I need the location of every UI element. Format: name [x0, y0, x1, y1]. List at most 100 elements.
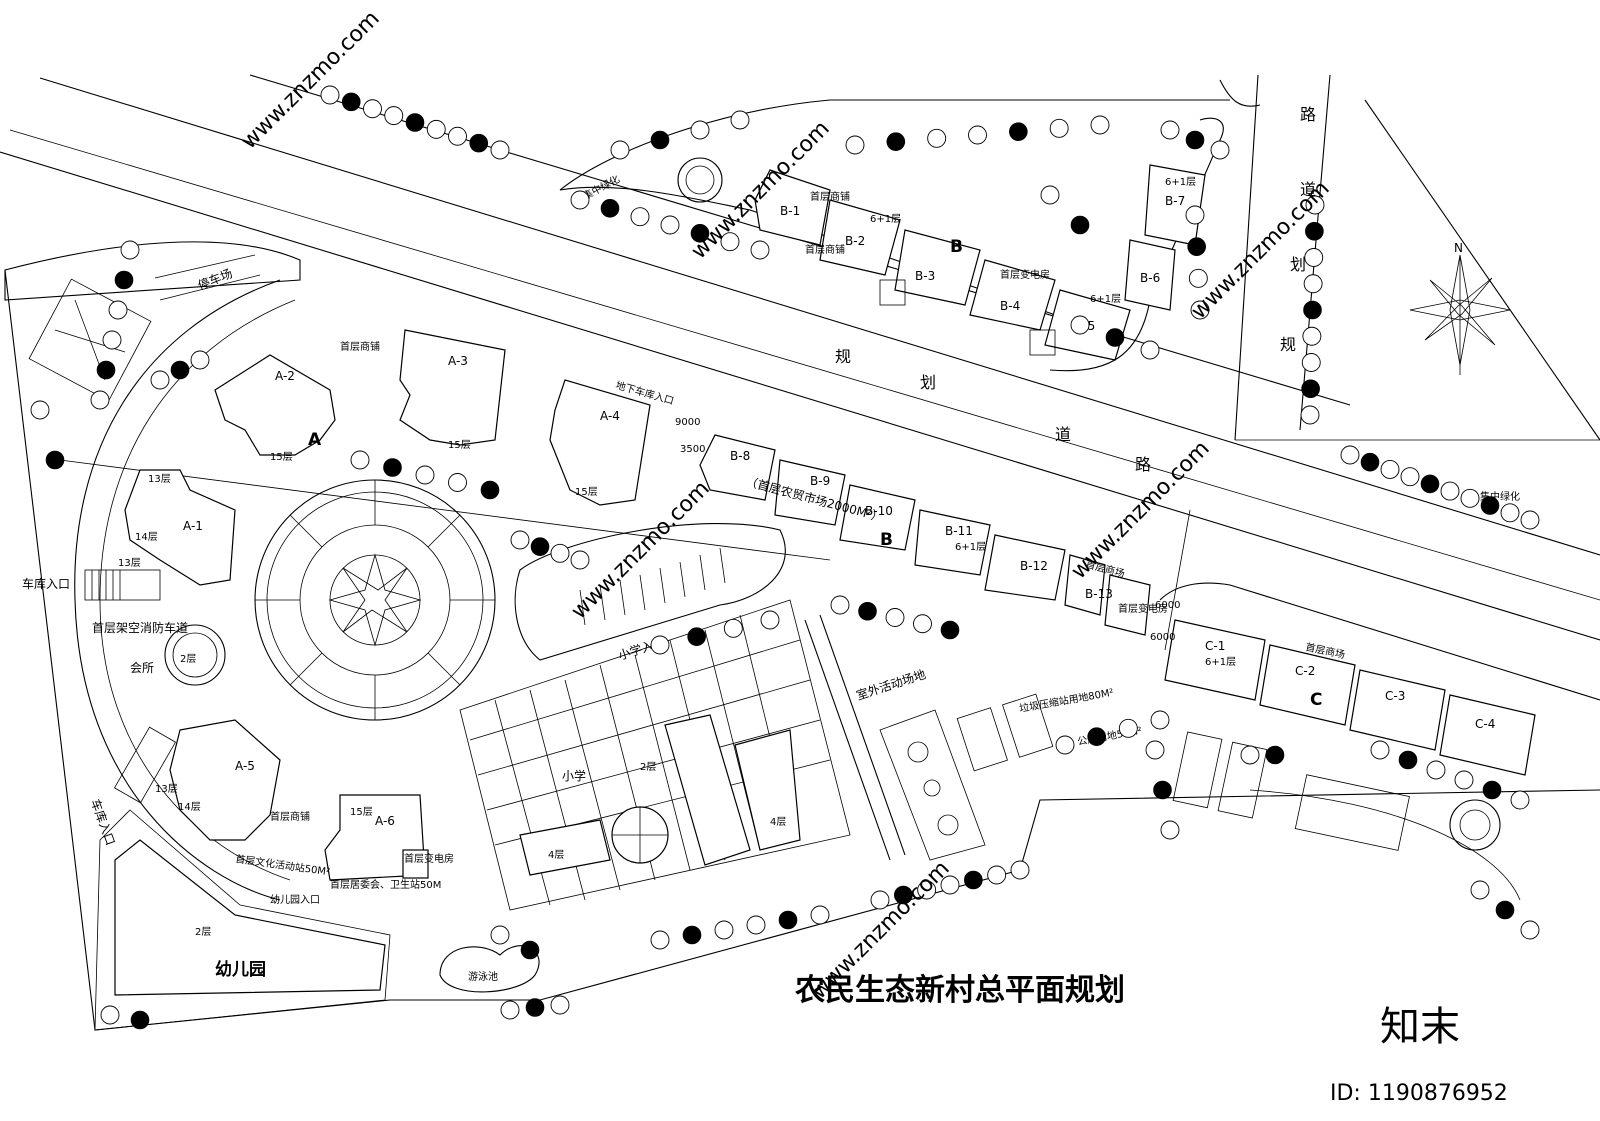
clubhouse-label: 会所 — [130, 661, 154, 675]
tree — [1301, 379, 1320, 399]
tree — [1520, 920, 1540, 940]
tree — [630, 207, 650, 227]
tree — [1140, 340, 1160, 360]
tree — [810, 905, 830, 925]
tree — [510, 530, 530, 550]
tree — [363, 99, 382, 119]
tree — [858, 601, 877, 621]
tree — [190, 350, 210, 370]
tree — [1480, 496, 1500, 515]
dim-6000-a: 6000 — [1155, 600, 1180, 611]
tree — [426, 119, 446, 139]
clinic-label: 首层居委会、卫生站50M — [330, 878, 441, 891]
tree — [1398, 750, 1418, 770]
b-north-shops-2: 首层商铺 — [805, 243, 845, 256]
zone-c-buildings: C-1 C-2 C-3 C-4 C 6+1层 首层商场 6000 6000 集中… — [1150, 490, 1536, 776]
tree — [530, 537, 550, 556]
tree — [1510, 790, 1530, 810]
dim-9000: 9000 — [675, 417, 700, 428]
tree — [1360, 452, 1380, 472]
bldg-c3: C-3 — [1385, 689, 1405, 703]
zone-a-buildings: A-2 A-3 A-4 A-1 A-5 A-6 A 15层 15层 15层 13… — [118, 329, 651, 891]
tree — [1009, 122, 1028, 141]
bldg-b13: B-13 — [1085, 587, 1113, 601]
tree — [500, 1000, 520, 1020]
tree — [830, 595, 850, 615]
tree — [383, 458, 402, 477]
outdoor-label: 室外活动场地 — [854, 666, 927, 703]
tree — [1440, 481, 1460, 501]
c1-floors: 6+1层 — [1205, 656, 1236, 668]
bldg-b4: B-4 — [1000, 299, 1020, 313]
a-ground-shops: 首层商铺 — [340, 340, 380, 353]
outdoor-sports: 室外活动场地 — [804, 614, 1054, 861]
tree — [760, 610, 780, 630]
tree — [1454, 770, 1474, 790]
a5-floors-top: 13层 — [155, 783, 178, 795]
tree — [1185, 205, 1205, 225]
a6-floors: 15层 — [350, 806, 373, 818]
tree — [150, 370, 170, 390]
tree — [1087, 727, 1106, 746]
tree — [1240, 745, 1260, 765]
tree — [1188, 268, 1208, 288]
school-floors-a: 4层 — [548, 849, 564, 861]
tree — [720, 232, 740, 252]
tree — [886, 132, 906, 151]
tree — [1303, 300, 1322, 320]
tree — [405, 113, 425, 132]
b5-floors: 6+1层 — [1090, 293, 1121, 305]
tree — [45, 450, 65, 470]
tree — [320, 85, 340, 105]
central-plaza — [254, 479, 496, 721]
tree — [1153, 780, 1172, 800]
road-main-1: 规 — [835, 347, 851, 366]
tree — [1185, 130, 1205, 150]
road-main-4: 路 — [1135, 455, 1151, 474]
tree — [1520, 510, 1540, 530]
bldg-a6: A-6 — [375, 814, 395, 828]
tree — [550, 543, 570, 563]
bldg-a2: A-2 — [275, 369, 295, 383]
tree — [1118, 718, 1138, 738]
road-main-3: 道 — [1055, 425, 1071, 444]
a4-floors: 15层 — [575, 486, 598, 498]
tree — [730, 110, 750, 130]
bldg-b2: B-2 — [845, 234, 865, 248]
culture-label: 首层文化活动站50M² — [235, 852, 331, 878]
tree — [1370, 740, 1390, 760]
tree — [490, 140, 510, 160]
tree — [170, 360, 190, 380]
b7-floors: 6+1层 — [1165, 176, 1196, 188]
tree — [1190, 300, 1210, 320]
tree — [102, 330, 122, 350]
watermark-site-1: www.znzmo.com — [237, 6, 385, 154]
trash-label: 垃圾压缩站用地80M² — [1018, 686, 1114, 715]
tree — [1305, 221, 1324, 241]
tree — [885, 608, 905, 627]
tree — [660, 215, 680, 235]
tree — [600, 199, 620, 218]
road-side-3: 划 — [1290, 255, 1306, 274]
road-side-4: 规 — [1280, 335, 1296, 354]
tree — [650, 930, 670, 950]
tree — [30, 400, 50, 420]
a1-floors-bottom: 13层 — [118, 557, 141, 569]
school-floors-c: 2层 — [640, 761, 656, 773]
kindergarten-floors: 2层 — [195, 926, 211, 938]
zone-b-label-road: B — [880, 530, 893, 550]
watermarks: www.znzmo.com www.znzmo.com www.znzmo.co… — [237, 6, 1508, 1106]
tree — [1145, 740, 1165, 760]
tree — [750, 240, 770, 260]
road-side-2: 道 — [1300, 180, 1316, 199]
tree — [714, 920, 734, 940]
tree — [1090, 115, 1110, 135]
garage-entry-2: 车库入口 — [88, 797, 119, 847]
school-label: 小学 — [562, 768, 586, 783]
tree — [96, 360, 116, 380]
tree — [687, 627, 706, 646]
tree — [650, 635, 670, 655]
tree — [690, 120, 710, 140]
tree — [1420, 474, 1440, 494]
